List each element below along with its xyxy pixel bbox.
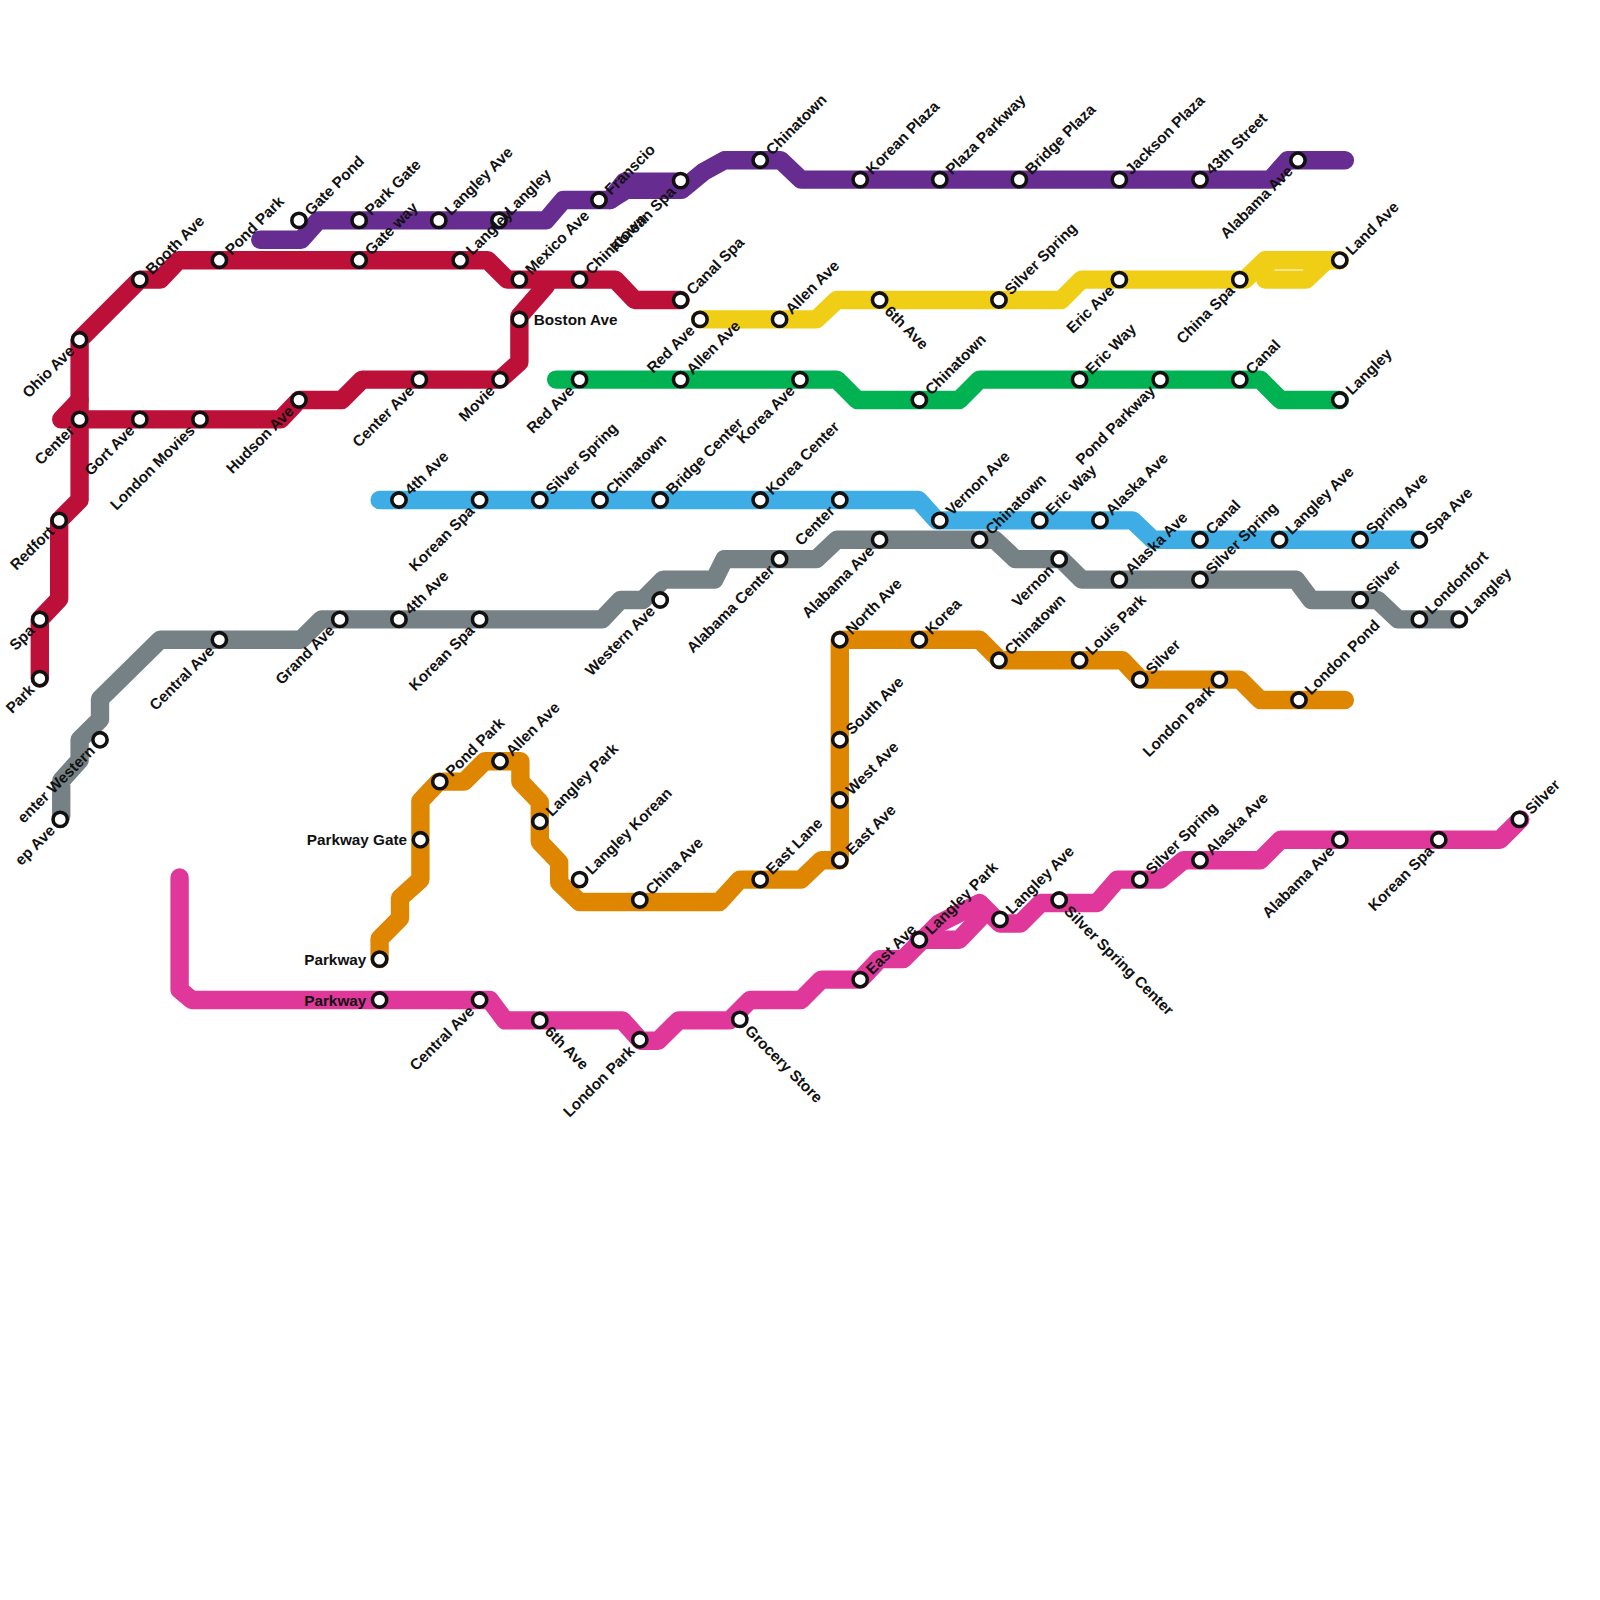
station-label: East Ave bbox=[842, 801, 899, 858]
station-label: Langley Korean bbox=[582, 784, 675, 877]
station-label: Red Ave bbox=[523, 382, 578, 437]
station-label: London Pond bbox=[1301, 616, 1383, 698]
station-label: 6th Ave bbox=[542, 1022, 593, 1073]
station-dots bbox=[33, 153, 1527, 1047]
orange-line bbox=[380, 640, 1345, 959]
station-label: Silver Spring Center bbox=[1061, 902, 1177, 1018]
station-label: Bridge Center bbox=[662, 414, 746, 498]
station-label: Canal Spa bbox=[683, 233, 748, 298]
station-label: Redfort bbox=[6, 522, 57, 573]
station-label: West Ave bbox=[842, 738, 902, 798]
station-label: Ohio Ave bbox=[19, 342, 78, 401]
station-label: Land Ave bbox=[1342, 198, 1402, 258]
yellow-line-band bbox=[1265, 260, 1326, 279]
station-label: Spring Ave bbox=[1362, 469, 1431, 538]
station-label: Parkway bbox=[304, 991, 366, 1008]
station-label: Gate Pond bbox=[301, 152, 367, 218]
station-label: Silver bbox=[1521, 776, 1563, 818]
station-label: Parkway bbox=[304, 951, 366, 968]
station-label: China Ave bbox=[642, 834, 706, 898]
station-label: North Ave bbox=[842, 575, 905, 638]
station-label: Eric Way bbox=[1082, 320, 1140, 378]
station-label: Korean Spa bbox=[405, 621, 477, 693]
station-label: Jackson Plaza bbox=[1121, 91, 1207, 177]
station-label: Gort Ave bbox=[81, 421, 138, 478]
station-label: 6th Ave bbox=[882, 302, 933, 353]
station-label: Eric Way bbox=[1042, 461, 1100, 519]
station-label: Silver bbox=[1362, 556, 1404, 598]
station-label: Parkway Gate bbox=[307, 831, 407, 848]
station-label: London Park bbox=[1139, 682, 1217, 760]
station-label: Alaska Ave bbox=[1102, 449, 1171, 518]
station-label: ep Ave bbox=[11, 821, 58, 868]
station-label: Boston Ave bbox=[534, 311, 618, 328]
station-label: 43th Street bbox=[1202, 109, 1270, 177]
station-label: Park bbox=[2, 681, 38, 717]
station-label: Langley Ave bbox=[1282, 463, 1357, 538]
station-label: Chinatown bbox=[602, 430, 670, 498]
station-label: Chinatown bbox=[582, 210, 650, 278]
station-label: Korea Ave bbox=[733, 382, 798, 447]
station-label: Grocery Store bbox=[742, 1021, 826, 1105]
station-label: Langley Park bbox=[542, 740, 622, 820]
station-label: Korean Spa bbox=[405, 502, 477, 574]
station-label: South Ave bbox=[842, 673, 907, 738]
station-label: Allen Ave bbox=[502, 698, 563, 759]
station-label: Pond Parkway bbox=[1072, 382, 1158, 468]
station-label: 4th Ave bbox=[401, 447, 452, 498]
station-label: Central Ave bbox=[406, 1002, 478, 1074]
station-label: 4th Ave bbox=[401, 567, 452, 618]
station-label: China Spa bbox=[1173, 282, 1238, 347]
station-label: Plaza Parkway bbox=[942, 91, 1029, 178]
station-label: Spa Ave bbox=[1421, 484, 1475, 538]
station-label: Korea Center bbox=[762, 418, 842, 498]
station-label: Bridge Plaza bbox=[1021, 100, 1098, 177]
station-label: Langley bbox=[1342, 345, 1395, 398]
purple-line bbox=[260, 160, 1345, 240]
station-label: Korean Spa bbox=[1364, 842, 1436, 914]
station-label: Louis Park bbox=[1082, 591, 1150, 659]
station-label: Chinatown bbox=[762, 91, 830, 159]
station-label: Korean Plaza bbox=[862, 97, 942, 177]
